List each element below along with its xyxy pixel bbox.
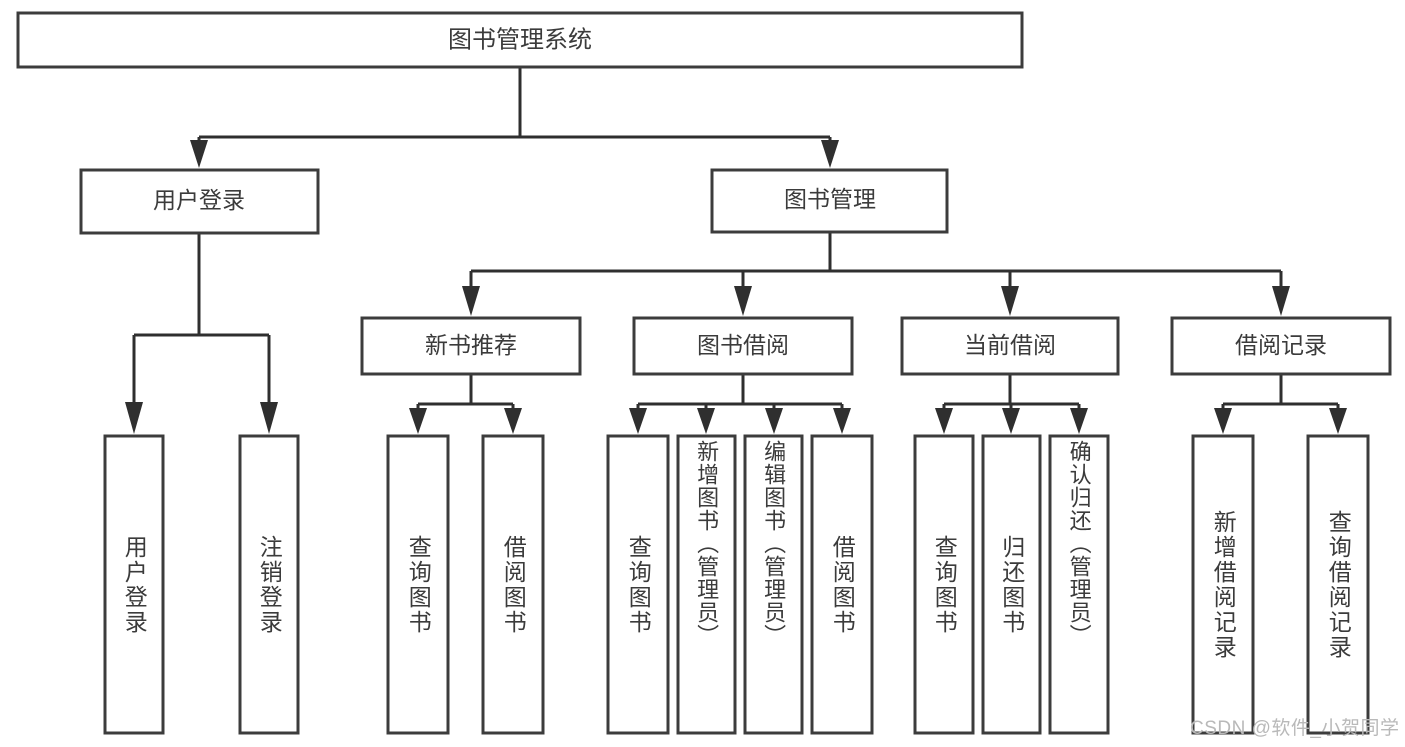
leaf-box-logout-leaf[interactable] — [238, 434, 300, 735]
node-user-login-label: 用户登录 — [153, 187, 245, 213]
node-new-book-recommend-label: 新书推荐 — [425, 332, 517, 358]
node-book-borrow[interactable]: 图书借阅 — [632, 316, 854, 376]
node-user-login-box[interactable] — [79, 168, 320, 235]
arrow-head-current-borrow — [1001, 286, 1019, 316]
leaf-box-query-book-recommend[interactable] — [386, 434, 450, 735]
arrow-head-query-book-current — [935, 408, 953, 434]
leaf-box-return-book[interactable] — [981, 434, 1042, 735]
node-borrow-record-label: 借阅记录 — [1235, 332, 1327, 358]
arrow-head-return-book — [1002, 408, 1020, 434]
node-root[interactable]: 图书管理系统 — [16, 11, 1024, 69]
node-new-book-recommend-box[interactable] — [360, 316, 582, 376]
leaf-box-add-book-admin[interactable] — [676, 434, 737, 735]
leaf-box-confirm-return-admin[interactable] — [1048, 434, 1110, 735]
node-borrow-record-box[interactable] — [1170, 316, 1392, 376]
node-new-book-recommend[interactable]: 新书推荐 — [360, 316, 582, 376]
arrow-head-new-book-recommend — [462, 286, 480, 316]
leaf-box-user-login-leaf[interactable] — [103, 434, 165, 735]
node-current-borrow-label: 当前借阅 — [964, 332, 1056, 358]
arrow-head-logout-leaf — [260, 402, 278, 434]
leaf-box-query-book-borrow[interactable] — [606, 434, 670, 735]
arrow-head-book-borrow — [734, 286, 752, 316]
arrow-head-add-book-admin — [697, 408, 715, 434]
arrow-head-confirm-return-admin — [1070, 408, 1088, 434]
node-book-borrow-box[interactable] — [632, 316, 854, 376]
arrow-head-query-book-recommend — [409, 408, 427, 434]
connector-layer — [125, 67, 1347, 434]
leaf-box-query-borrow-record[interactable] — [1306, 434, 1370, 735]
node-user-login[interactable]: 用户登录 — [79, 168, 320, 235]
node-borrow-record[interactable]: 借阅记录 — [1170, 316, 1392, 376]
arrow-head-user-login — [190, 140, 208, 168]
node-current-borrow[interactable]: 当前借阅 — [900, 316, 1120, 376]
arrow-head-book-management — [821, 140, 839, 168]
leaf-box-edit-book-admin[interactable] — [743, 434, 804, 735]
arrow-head-borrow-record — [1272, 286, 1290, 316]
csdn-watermark: CSDN @软件_小贺同学 — [1190, 718, 1400, 739]
node-root-label: 图书管理系统 — [448, 26, 592, 53]
arrow-head-add-borrow-record — [1214, 408, 1232, 434]
node-book-management-box[interactable] — [710, 168, 949, 234]
node-book-management-label: 图书管理 — [784, 186, 876, 212]
leaf-box-query-book-current[interactable] — [913, 434, 975, 735]
node-current-borrow-box[interactable] — [900, 316, 1120, 376]
leaf-box-add-borrow-record[interactable] — [1191, 434, 1255, 735]
arrow-head-query-borrow-record — [1329, 408, 1347, 434]
arrow-head-borrow-book-recommend — [504, 408, 522, 434]
node-book-management[interactable]: 图书管理 — [710, 168, 949, 234]
arrow-head-edit-book-admin — [765, 408, 783, 434]
leaf-box-borrow-book-recommend[interactable] — [481, 434, 545, 735]
arrow-head-query-book-borrow — [629, 408, 647, 434]
node-root-box[interactable] — [16, 11, 1024, 69]
arrow-head-user-login-leaf — [125, 402, 143, 434]
leaf-box-borrow-book[interactable] — [810, 434, 874, 735]
leaf-box-layer — [103, 434, 1370, 735]
node-book-borrow-label: 图书借阅 — [697, 332, 789, 358]
arrow-head-borrow-book — [833, 408, 851, 434]
